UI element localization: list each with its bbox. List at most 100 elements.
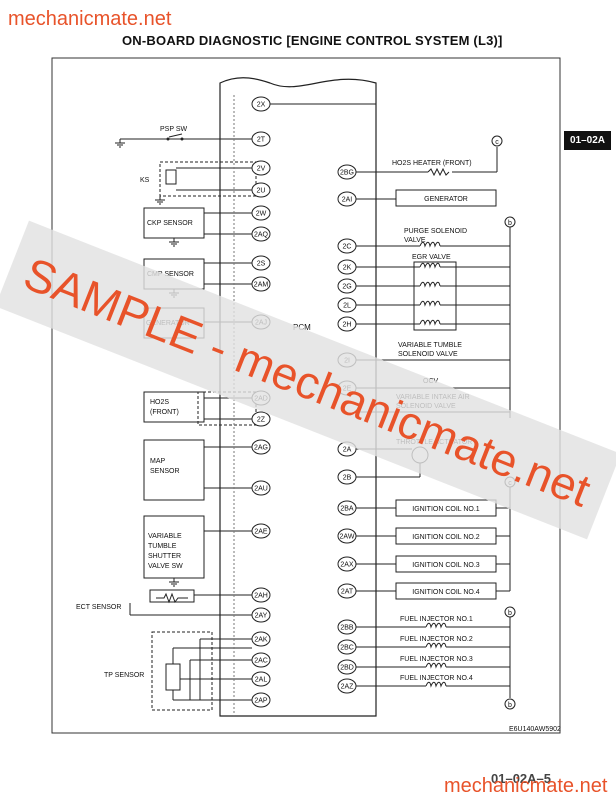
terminal-2BC [337,639,357,655]
purge-label-1: PURGE SOLENOID [404,228,467,235]
watermark-bottom: mechanicmate.net [444,775,608,797]
ho2s-heater-label: HO2S HEATER (FRONT) [392,160,472,167]
terminal-2G [337,278,357,294]
terminal-2AP-label: 2AP [254,698,268,705]
terminal-2AQ [251,226,271,242]
ckp-label: CKP SENSOR [147,220,193,227]
page-title: ON-BOARD DIAGNOSTIC [ENGINE CONTROL SYST… [122,33,503,48]
fuel-injector-label-1: FUEL INJECTOR NO.1 [400,616,473,623]
psp-switch [168,133,183,138]
coil-3 [419,300,441,307]
ignition-coil-label-3: IGNITION COIL NO.3 [412,562,480,569]
terminal-2AI [337,191,357,207]
terminal-2AE-label: 2AE [254,529,268,536]
terminal-2Z-label: 2Z [257,417,266,424]
terminal-2T-label: 2T [257,137,266,144]
terminal-2L [337,297,357,313]
connector-c [491,135,503,147]
terminal-2AL-label: 2AL [255,677,268,684]
terminal-2G-label: 2G [342,284,351,291]
connector-b-bottom-label: b [508,702,512,709]
injector-coil-1 [425,622,447,629]
psp-sw-label: PSP SW [160,126,187,133]
fuel-injector-label-4: FUEL INJECTOR NO.4 [400,675,473,682]
terminal-2W-label: 2W [256,211,267,218]
psp-contact [180,137,184,141]
map-label-1: MAP [150,458,166,465]
section-tab: 01–02A [564,131,612,150]
ignition-coil-label-4: IGNITION COIL NO.4 [412,589,480,596]
terminal-2AP [251,692,271,708]
terminal-2AH [251,587,271,603]
coil-0 [419,241,441,248]
terminal-2AW [337,528,357,544]
terminal-2BB [337,619,357,635]
ignition-coil-label-1: IGNITION COIL NO.1 [412,506,480,513]
terminal-2C-label: 2C [343,244,352,251]
map-box [143,439,205,501]
connector-c-label: c [495,139,499,146]
terminal-2BA [337,500,357,516]
terminal-2AK [251,631,271,647]
terminal-2BD-label: 2BD [340,665,354,672]
vts-label-2: SHUTTER [148,553,181,560]
ect-thermistor [156,592,188,604]
terminal-2AK-label: 2AK [254,637,268,644]
generator-right-box [395,189,497,207]
terminal-2Z [251,411,271,427]
injector-coil-2 [425,642,447,649]
terminal-2AT [337,583,357,599]
tp-shield [151,631,213,711]
terminal-2X [251,96,271,112]
ect-box [149,589,195,603]
terminal-2AT-label: 2AT [341,589,354,596]
terminal-2B-label: 2B [343,475,352,482]
egr-box [413,261,457,331]
terminal-2AY-label: 2AY [255,613,268,620]
terminal-2AH-label: 2AH [254,593,268,600]
coil-4 [419,319,441,326]
terminal-2V-label: 2V [257,166,266,173]
terminal-2V [251,160,271,176]
terminal-2AU [251,480,271,496]
terminal-2AG-label: 2AG [254,445,268,452]
terminal-2AE [251,523,271,539]
watermark-top: mechanicmate.net [8,8,172,30]
sample-text: SAMPLE - mechanicmate.net [17,247,598,517]
coil-1 [419,262,441,269]
terminal-2AL [251,671,271,687]
injector-coil-3 [425,662,447,669]
terminal-2AZ [337,678,357,694]
terminal-2BG [337,164,357,180]
terminal-2A-label: 2A [343,447,352,454]
vts-label-1: TUMBLE [148,543,177,550]
ho2s-box [143,391,205,423]
terminal-2AM [251,276,271,292]
figure-code: E6U140AW5902 [509,726,561,733]
terminal-2AZ-label: 2AZ [341,684,355,691]
terminal-2AI-label: 2AI [342,197,353,204]
terminal-2K [337,259,357,275]
terminal-2L-label: 2L [343,303,351,310]
ho2s-label-1: HO2S [150,399,169,406]
fuel-injector-label-3: FUEL INJECTOR NO.3 [400,656,473,663]
terminal-2H [337,316,357,332]
ho2s-shield [197,391,257,426]
terminal-2AM-label: 2AM [254,282,269,289]
connector-b-mid-label: b [508,610,512,617]
map-label-2: SENSOR [150,468,180,475]
terminal-2AW-label: 2AW [340,534,355,541]
cmp-label: CMP SENSOR [147,271,194,278]
ks-sensor [165,169,177,185]
egr-label: EGR VALVE [412,254,451,261]
purge-label-2: VALVE [404,237,426,244]
terminal-2AC-label: 2AC [254,658,268,665]
coil-2 [419,281,441,288]
terminal-2X-label: 2X [257,102,266,109]
generator-right-label: GENERATOR [424,196,468,203]
pcm-label: PCM [293,323,311,332]
vts-label-0: VARIABLE [148,533,182,540]
fuel-injector-label-2: FUEL INJECTOR NO.2 [400,636,473,643]
terminal-2BA-label: 2BA [340,506,354,513]
